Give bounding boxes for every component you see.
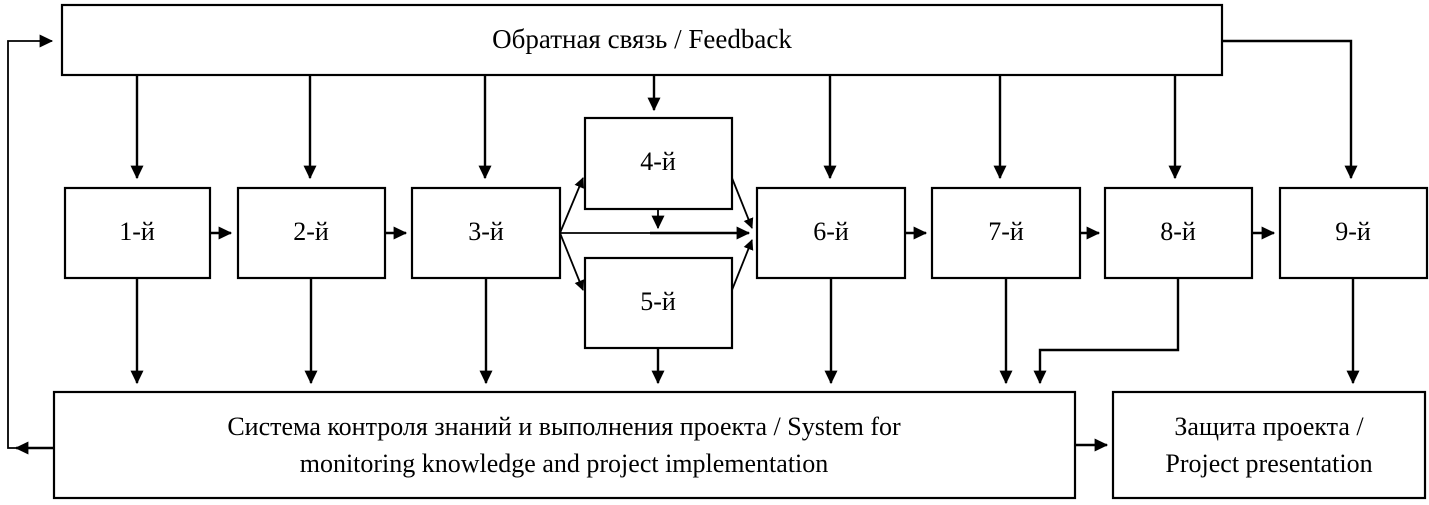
monitoring-system-line-1: Система контроля знаний и выполнения про… — [227, 412, 901, 441]
monitoring-system-box — [52, 390, 1077, 500]
project-presentation-line-2: Project presentation — [1165, 449, 1372, 478]
stage-box-9 — [1278, 186, 1429, 280]
arrow-stage8-to-system — [1033, 278, 1180, 385]
stage-label-6: 6-й — [813, 217, 849, 246]
feedback-label: Обратная связь / Feedback — [492, 24, 792, 54]
project-presentation-box — [1111, 390, 1427, 500]
stage-label-5: 5-й — [640, 287, 676, 316]
stage-label-4: 4-й — [640, 147, 676, 176]
stage-label-2: 2-й — [293, 217, 329, 246]
stage-label-9: 9-й — [1335, 217, 1371, 246]
stage-label-3: 3-й — [468, 217, 504, 246]
arrow-stage5-to-stage6 — [731, 239, 754, 291]
arrow-stage3-to-stage5 — [559, 232, 585, 291]
stage-label-7: 7-й — [988, 217, 1024, 246]
arrow-stage4-to-stage6 — [731, 177, 754, 229]
arrow-feedback-to-stage-9 — [1222, 39, 1358, 180]
stage-label-8: 8-й — [1160, 217, 1196, 246]
project-presentation-line-1: Защита проекта / — [1174, 412, 1364, 441]
arrow-stage3-to-stage4 — [559, 177, 585, 234]
stage-box-4 — [583, 116, 734, 211]
stage-box-7 — [930, 186, 1082, 280]
stage-label-1: 1-й — [119, 217, 155, 246]
arrow-system-to-feedback-loop — [7, 34, 54, 449]
stage-box-6 — [755, 186, 907, 280]
monitoring-system-line-2: monitoring knowledge and project impleme… — [300, 449, 829, 478]
feedback-box — [60, 3, 1224, 77]
stage-box-5 — [583, 256, 734, 350]
